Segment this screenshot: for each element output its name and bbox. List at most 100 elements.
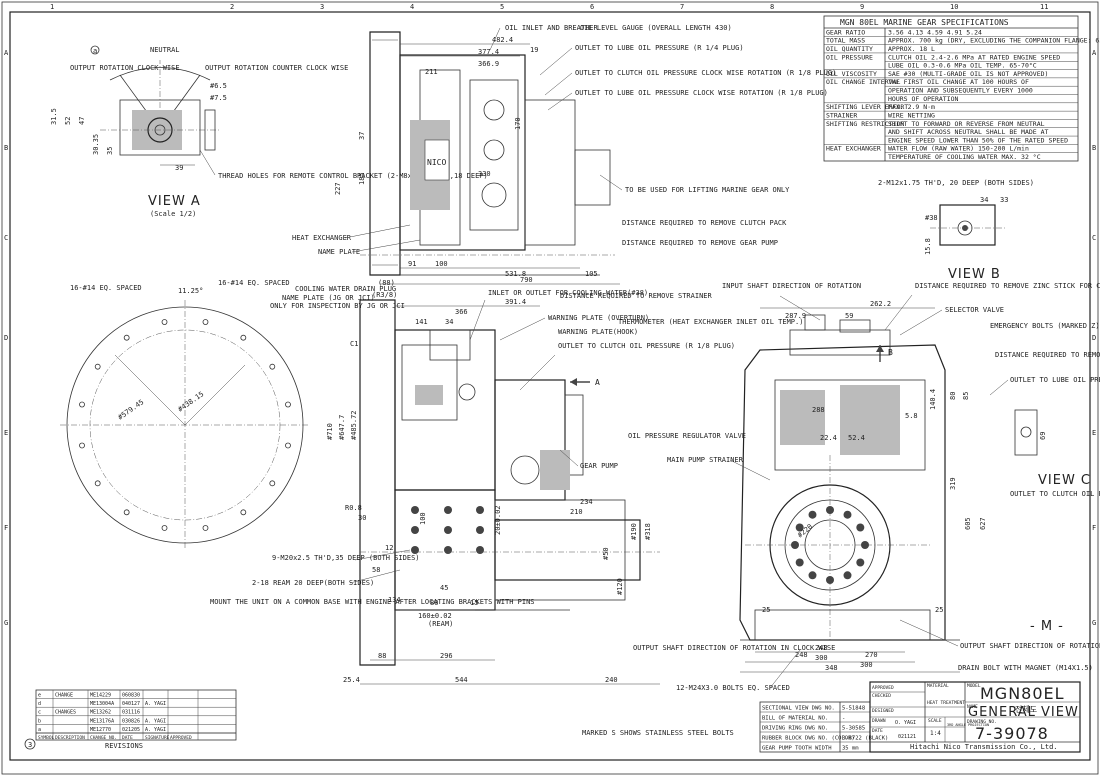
spec-row-value: SHIFT TO FORWARD OR REVERSE FROM NEUTRAL: [888, 120, 1045, 128]
top-dim-91: 91: [408, 260, 416, 268]
side-callout-warning-overturn: WARNING PLATE (OVERTURN): [548, 314, 649, 322]
side-dim-ream: (REAM): [428, 620, 453, 628]
right-dim-69: 69: [1039, 432, 1047, 440]
side-dim-100: 100: [419, 512, 427, 525]
right-dim-5-8: 5.8: [905, 412, 918, 420]
top-dim-37: 37: [358, 132, 366, 140]
flange-hole: [94, 363, 101, 370]
tb-material: MATERIAL: [927, 683, 949, 689]
view-a-dim-6: 39: [175, 164, 183, 172]
flange-bolt-holes: [79, 319, 291, 531]
right-dim-52: 52.4: [848, 434, 865, 442]
view-a-neutral: NEUTRAL: [150, 46, 180, 54]
tb-drawing-no: 7-39078: [975, 724, 1049, 743]
grid-col-5: 5: [500, 3, 504, 11]
grid-col-6: 6: [590, 3, 594, 11]
revision-cell: ME13262: [90, 710, 111, 716]
right-dim-287: 287.9: [785, 312, 806, 320]
grid-col-3: 3: [320, 3, 324, 11]
tb-name-label: NAME: [967, 704, 978, 710]
side-dim-12: 12: [385, 544, 393, 552]
spec-row-value: APPROX. 700 kg (DRY, EXCLUDING THE COMPA…: [888, 37, 1100, 45]
tb-scale: SCALE: [928, 718, 942, 724]
side-dim-20: 20±0.02: [494, 505, 502, 535]
grid-rows-left: A B C D E F G: [4, 49, 9, 627]
side-view-gearbox: 391.4 366 141 34 C1 #710 #647.7 #485.72 …: [210, 285, 803, 737]
ref-label: DRIVING RING DWG NO.: [762, 726, 828, 732]
tb-korean: 전체도: [1015, 704, 1037, 714]
right-callout-oil-gauge: DISTANCE REQUIRED TO REMOVE OIL LEVEL GA…: [995, 351, 1100, 359]
right-callout-emergency: EMERGENCY BOLTS (MARKED Z): [990, 322, 1100, 330]
spec-row-label: GEAR RATIO: [826, 28, 865, 36]
spec-row-value: THE FIRST OIL CHANGE AT 100 HOURS OF: [888, 78, 1029, 86]
spec-row-label: HEAT EXCHANGER: [826, 145, 881, 153]
tb-scale-val: 1:4: [930, 730, 941, 737]
grid-row-c-right: C: [1092, 234, 1096, 242]
side-dim-296: 296: [440, 652, 453, 660]
view-b-dim-38: #38: [925, 214, 938, 222]
right-dim-25b: 25: [935, 606, 943, 614]
rev-h-symbol: SYMBOL: [38, 735, 55, 741]
side-callout-clutch-outlet: OUTLET TO CLUTCH OIL PRESSURE (R 1/8 PLU…: [558, 342, 735, 350]
right-dim-80: 80: [949, 392, 957, 400]
side-dim-80: 80: [430, 599, 438, 607]
flange-hole: [240, 509, 247, 516]
ref-value: -: [842, 716, 845, 722]
side-callout-mount: MOUNT THE UNIT ON A COMMON BASE WITH ENG…: [210, 598, 535, 606]
top-callout-oil-level: OIL LEVEL GAUGE (OVERALL LENGTH 430): [580, 24, 732, 32]
view-a-hole2: #7.5: [210, 94, 227, 102]
side-dim-544: 544: [455, 676, 468, 684]
view-b-thread-note: 2-M12x1.75 TH'D, 20 DEEP (BOTH SIDES): [878, 179, 1034, 187]
top-callout-heat-exchanger: HEAT EXCHANGER: [292, 234, 352, 242]
side-dim-240: 240: [605, 676, 618, 684]
top-dim-330: 330: [478, 170, 491, 178]
tb-drawing-no-label: DRAWING NO.: [967, 719, 997, 725]
flange-hole: [79, 401, 85, 408]
spec-row-value: MAX. 2.9 N·m: [888, 103, 935, 111]
flange-bolt: [861, 541, 869, 549]
side-callout-drain: COOLING WATER DRAIN PLUG: [295, 285, 396, 293]
spec-row-label: OIL VISCOSITY: [826, 70, 877, 78]
spec-title: MGN 80EL MARINE GEAR SPECIFICATIONS: [840, 18, 1009, 27]
side-dim-c1: C1: [350, 340, 358, 348]
right-callout-input-shaft: INPUT SHAFT DIRECTION OF ROTATION: [722, 282, 861, 290]
revision-cell: ME13004A: [90, 701, 114, 707]
grid-columns-top: 1 2 3 4 5 6 7 8 9 10 11: [50, 3, 1048, 11]
right-callout-clutch-ccw: OUTLET TO CLUTCH OIL PRESSURE COUNTER CL…: [1010, 490, 1100, 498]
spec-row-value: SAE #30 (MULTI-GRADE OIL IS NOT APPROVED…: [888, 70, 1048, 78]
top-view-gearbox: NICO 482.4 377.4 366.9 211 19 37 185 227…: [292, 24, 836, 299]
ref-value: 5-51848: [842, 706, 865, 712]
right-callout-main-pump: MAIN PUMP STRAINER: [667, 456, 744, 464]
right-dim-300a: 300: [815, 654, 828, 662]
side-dim-r08: R0.8: [345, 504, 362, 512]
top-dim-790: 790: [520, 276, 533, 284]
view-a-hole1: #6.5: [210, 82, 227, 90]
grid-col-8: 8: [770, 3, 774, 11]
spec-row-label: SHIFTING LEVER EFFORT: [826, 103, 908, 111]
side-dim-50: #50: [602, 547, 610, 560]
flange-hole: [123, 334, 130, 341]
side-dim-120: #120: [616, 578, 624, 595]
side-callout-stainless: MARKED S SHOWS STAINLESS STEEL BOLTS: [582, 729, 734, 737]
top-callout-name-plate: NAME PLATE: [318, 248, 360, 256]
flange-hole: [94, 480, 101, 487]
grid-col-9: 9: [860, 3, 864, 11]
grid-row-e-right: E: [1092, 429, 1096, 437]
tb-date-val: 021121: [898, 734, 916, 740]
sheet-border-inner: [9, 11, 1091, 761]
spec-row-value: AND SHIFT ACROSS NEUTRAL SHALL BE MADE A…: [888, 128, 1049, 136]
view-a-lever: a NEUTRAL OUTPUT ROTATION CLOCK WISE OUT…: [50, 45, 488, 218]
tb-name: GENERAL VIEW: [968, 705, 1079, 720]
flange-hole: [285, 401, 291, 408]
revision-cell: a: [38, 727, 41, 733]
right-callout-lube-ccw: OUTLET TO LUBE OIL PRESSURE COUNTER CLOC…: [1010, 376, 1100, 384]
tb-approved: APPROVED: [872, 685, 894, 691]
side-dim-366: 366: [455, 308, 468, 316]
tb-date: DATE: [872, 728, 883, 734]
spec-row-value: OPERATION AND SUBSEQUENTLY EVERY 1000: [888, 87, 1033, 95]
view-b-dim-15: 15.8: [924, 238, 932, 255]
view-a-scale: (Scale 1/2): [150, 210, 196, 218]
